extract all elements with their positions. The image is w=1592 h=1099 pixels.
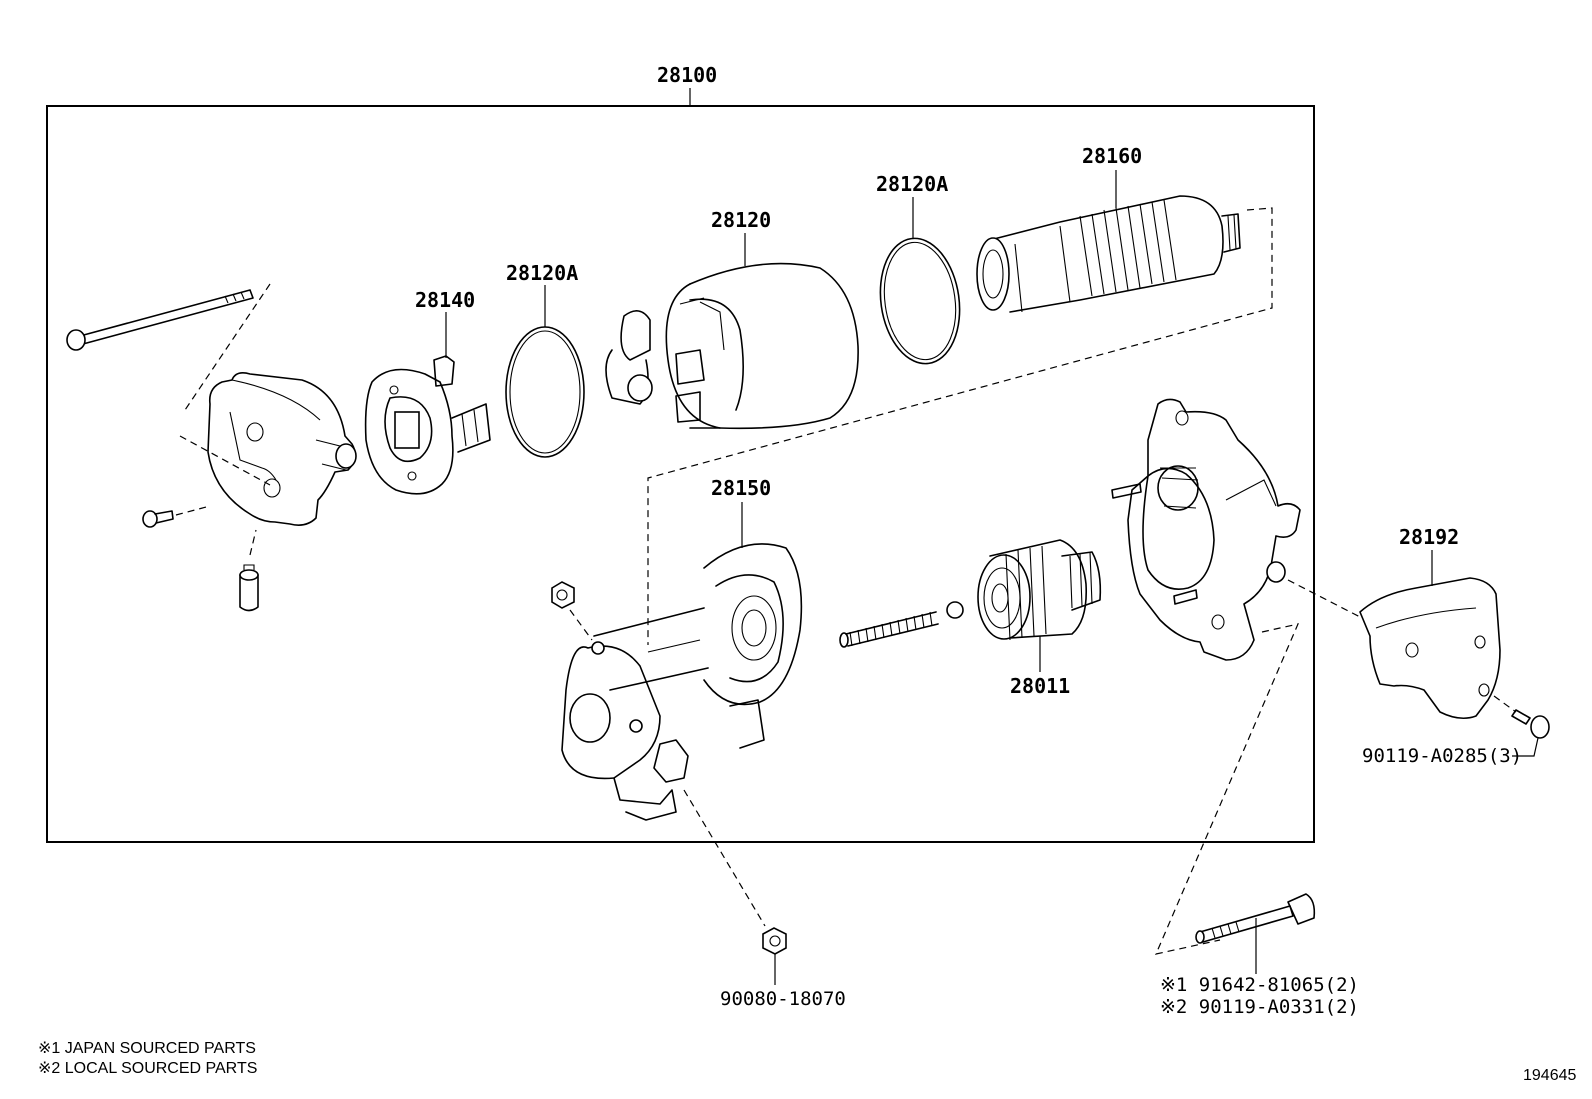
return-spring	[839, 611, 939, 648]
label-o-ring-right: 28120A	[876, 172, 948, 196]
switch-nut-dash	[569, 609, 593, 641]
label-28140: 28140	[415, 288, 475, 312]
drive-housing	[1111, 398, 1301, 661]
diagram-id: 194645	[1523, 1067, 1577, 1084]
cover-bolt	[1511, 709, 1550, 739]
steel-ball	[946, 601, 964, 619]
label-bolt-local: ※2 90119-A0331(2)	[1160, 996, 1359, 1018]
o-ring-right	[879, 237, 961, 365]
armature	[976, 195, 1241, 313]
end-cover	[207, 372, 357, 526]
armature-dash	[647, 207, 1273, 645]
label-cover-bolt: 90119-A0285(3)	[1362, 745, 1522, 767]
cover-dash	[1287, 579, 1363, 619]
label-bolt-japan: ※1 91642-81065(2)	[1160, 974, 1359, 996]
magnetic-switch	[561, 543, 803, 821]
pin-dash	[249, 529, 257, 556]
cover-bolt-dash	[1493, 695, 1517, 713]
housing-dash	[1154, 623, 1300, 955]
through-bolt	[66, 289, 254, 351]
label-28192: 28192	[1399, 525, 1459, 549]
brush-pin	[239, 564, 259, 612]
screw-dash	[175, 505, 211, 516]
label-28011: 28011	[1010, 674, 1070, 698]
label-28100: 28100	[657, 63, 717, 87]
bolt-dash-2	[179, 435, 271, 486]
o-ring-left	[505, 326, 585, 458]
leader-cover-bolt	[1512, 737, 1539, 757]
bolt-dash-1	[184, 283, 271, 411]
protective-cover	[1359, 577, 1501, 720]
label-28160: 28160	[1082, 144, 1142, 168]
terminal-dash	[683, 789, 766, 927]
note-local: ※2 LOCAL SOURCED PARTS	[38, 1060, 258, 1077]
label-28120: 28120	[711, 208, 771, 232]
switch-nut	[551, 581, 575, 609]
note-japan: ※1 JAPAN SOURCED PARTS	[38, 1040, 256, 1057]
clutch-pinion	[977, 539, 1102, 641]
label-terminal-nut: 90080-18070	[720, 988, 846, 1010]
mounting-bolt	[1195, 893, 1316, 944]
assembly-frame	[46, 105, 1315, 843]
small-screw	[142, 510, 174, 528]
brush-holder	[364, 355, 491, 495]
field-yoke	[605, 262, 859, 430]
label-o-ring-left: 28120A	[506, 261, 578, 285]
terminal-nut	[762, 927, 787, 955]
label-28150: 28150	[711, 476, 771, 500]
